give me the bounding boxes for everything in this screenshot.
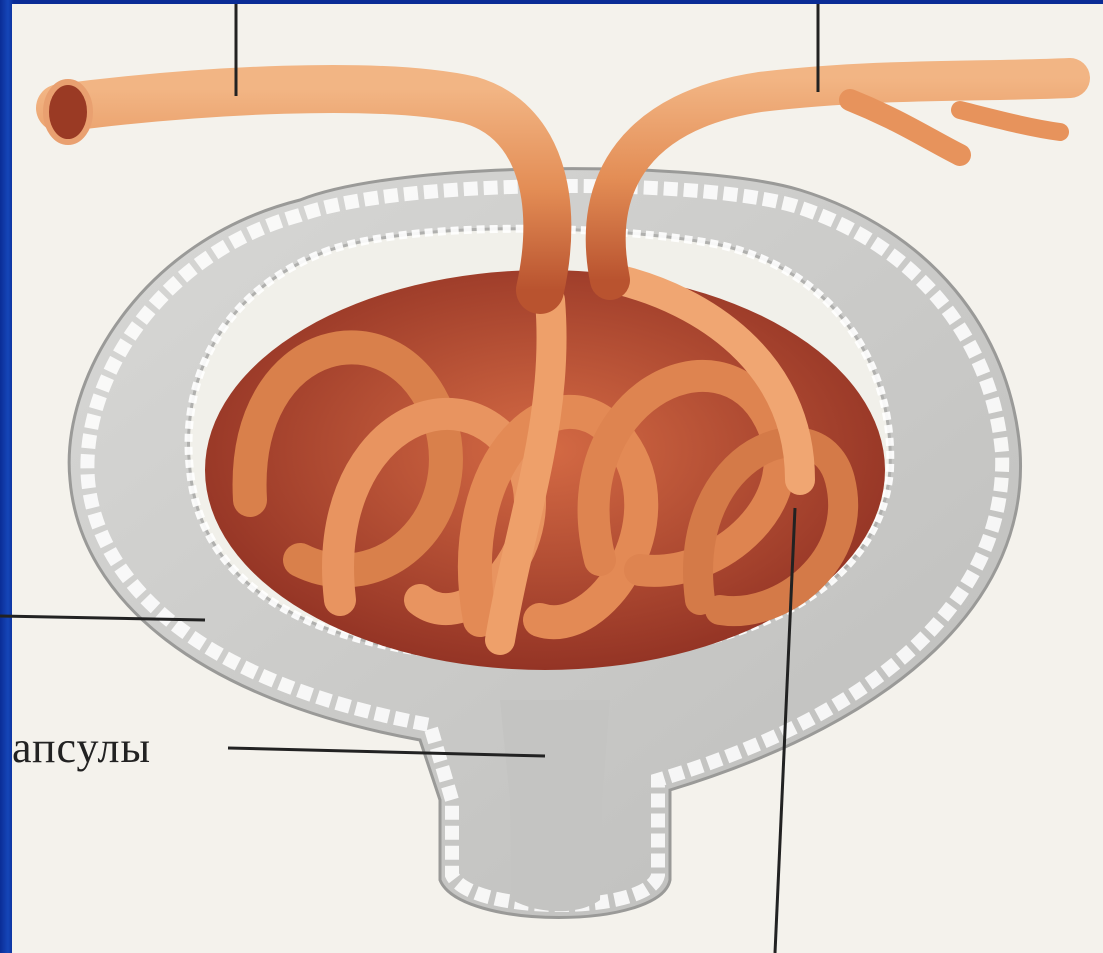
tubule-lumen xyxy=(500,700,610,911)
efferent-branch-2 xyxy=(960,110,1060,132)
efferent-branch xyxy=(850,100,960,155)
arteriole-opening xyxy=(46,82,90,142)
capsule-label: апсулы xyxy=(12,722,151,773)
